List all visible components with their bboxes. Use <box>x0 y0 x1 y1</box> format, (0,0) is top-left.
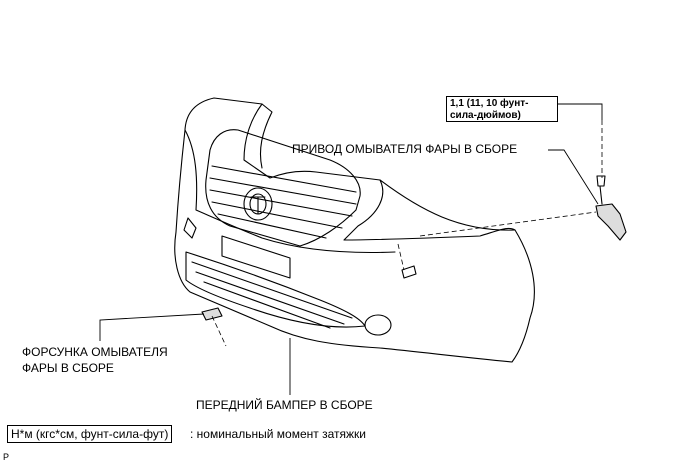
bumper-upper-edge-2 <box>259 103 273 169</box>
washer-nozzle-part <box>201 307 223 321</box>
leader-actuator <box>548 149 599 205</box>
nozzle-label-line1: ФОРСУНКА ОМЫВАТЕЛЯ <box>22 345 168 359</box>
emblem <box>243 187 273 221</box>
license-plate-area <box>221 235 291 279</box>
bumper-upper-edge <box>184 129 396 254</box>
torque-spec-line2: сила-дюймов) <box>450 110 521 121</box>
bumper-outline <box>174 97 535 363</box>
torque-spec-box: 1,1 (11, 10 фунт- сила-дюймов) <box>446 96 558 122</box>
corner-mark: P <box>3 452 10 462</box>
nozzle-label-line2: ФАРЫ В СБОРЕ <box>22 361 114 375</box>
grille-frame <box>205 129 361 247</box>
leader-torque <box>558 103 603 120</box>
washer-actuator-part <box>595 203 627 241</box>
actuator-label: ПРИВОД ОМЫВАТЕЛЯ ФАРЫ В СБОРЕ <box>292 142 518 156</box>
leader-nozzle <box>99 313 205 341</box>
legend-unit-box: Н*м (кгс*см, фунт-сила-фут) <box>7 425 173 443</box>
bumper-label: ПЕРЕДНИЙ БАМПЕР В СБОРЕ <box>196 398 373 412</box>
fog-lamp <box>364 314 392 336</box>
headlamp-cutout <box>379 179 516 231</box>
legend-description: : номинальный момент затяжки <box>190 427 366 441</box>
torque-spec-line1: 1,1 (11, 10 фунт- <box>450 98 529 109</box>
